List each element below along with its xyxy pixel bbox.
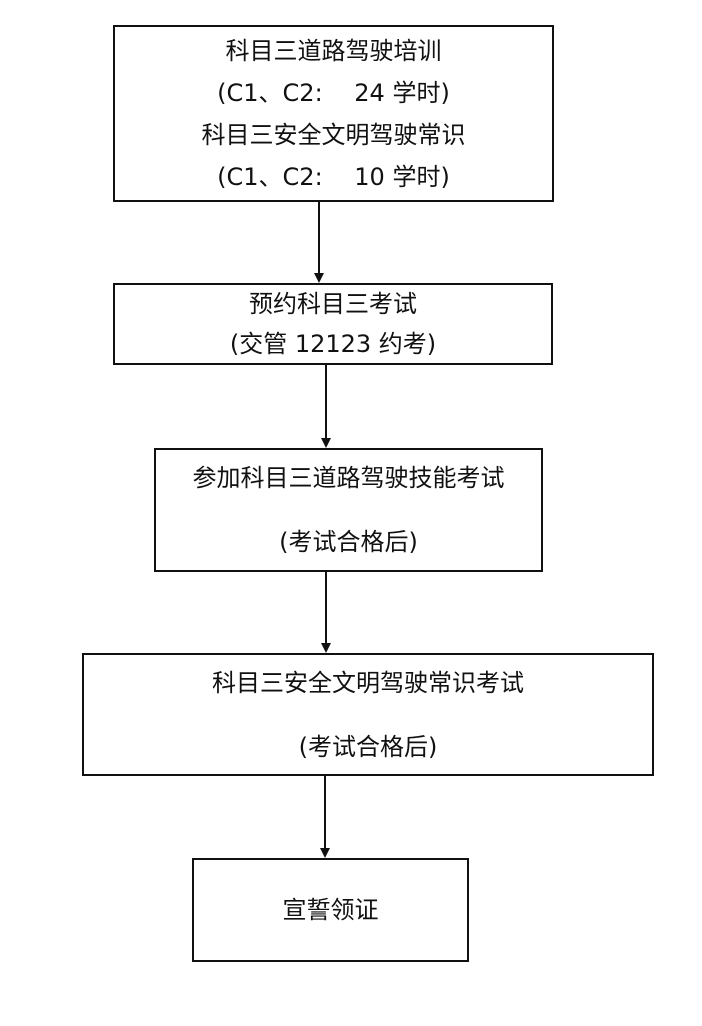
step-3-line-1: 参加科目三道路驾驶技能考试 bbox=[192, 464, 505, 492]
step-3-line-2: (考试合格后) bbox=[279, 528, 418, 556]
step-1-line-3: 科目三安全文明驾驶常识 bbox=[201, 120, 466, 149]
step-road-skill-exam: 参加科目三道路驾驶技能考试 (考试合格后) bbox=[154, 448, 543, 572]
step-safety-knowledge-exam: 科目三安全文明驾驶常识考试 (考试合格后) bbox=[82, 653, 654, 776]
step-oath-license: 宣誓领证 bbox=[192, 858, 469, 962]
step-book-exam: 预约科目三考试 (交管 12123 约考) bbox=[113, 283, 553, 365]
step-1-line-1: 科目三道路驾驶培训 bbox=[225, 36, 442, 65]
step-1-line-2: (C1、C2: 24 学时) bbox=[217, 78, 450, 107]
step-2-line-2: (交管 12123 约考) bbox=[229, 330, 437, 358]
step-4-line-2: (考试合格后) bbox=[298, 732, 438, 761]
step-1-line-4: (C1、C2: 10 学时) bbox=[217, 162, 450, 191]
step-road-training: 科目三道路驾驶培训 (C1、C2: 24 学时) 科目三安全文明驾驶常识 (C1… bbox=[113, 25, 554, 202]
step-2-line-1: 预约科目三考试 bbox=[249, 290, 417, 318]
step-5-line-1: 宣誓领证 bbox=[282, 896, 379, 924]
step-4-line-1: 科目三安全文明驾驶常识考试 bbox=[212, 668, 524, 697]
